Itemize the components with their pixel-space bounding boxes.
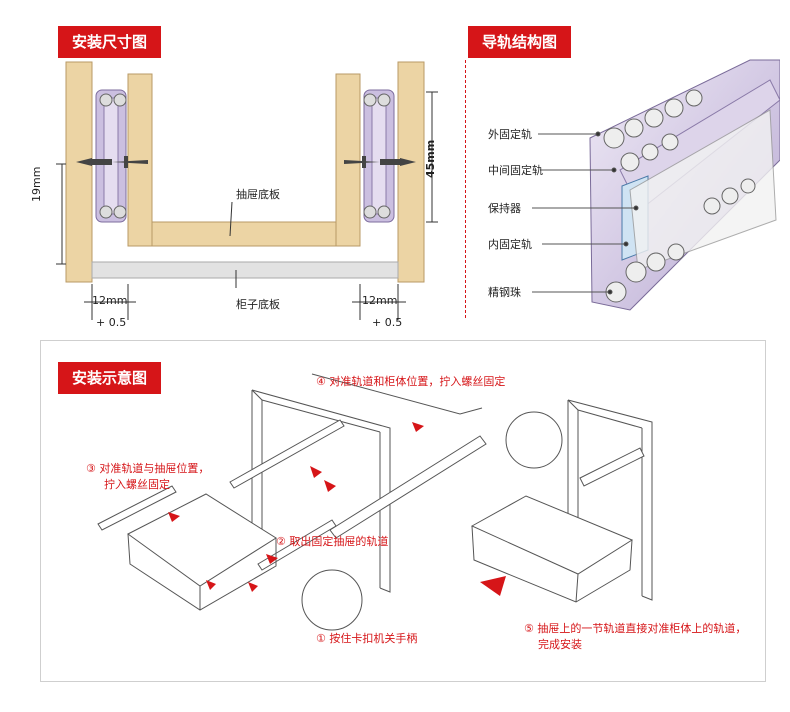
drawer-side-rail-1 [97,485,177,531]
cabinet-wall-left [65,61,93,283]
red-arrows [168,422,506,596]
section-title-structure: 导轨结构图 [468,26,572,58]
cabinet-rail-right [329,435,487,539]
screw-left [76,156,148,168]
cabinet-wall-right [397,61,425,283]
section-title-install: 安装示意图 [58,362,162,394]
step-5-label-line1: ⑤ 抽屉上的一节轨道直接对准柜体上的轨道， [524,622,747,635]
cabinet-rail-left [229,419,345,489]
step-3-label-line2: 拧入螺丝固定 [104,478,170,491]
screw-right [344,156,416,168]
label-gap-left: 12mm [92,294,128,307]
drawer-rail-in-hand [257,519,337,571]
detail-zoom-circle-2 [505,411,563,469]
structure-divider [465,60,466,318]
rail-right [363,89,395,223]
structure-label-outer-rail: 外固定轨 [488,128,532,141]
detail-zoom-circle-1 [301,569,363,631]
cabinet2-rail [579,447,645,487]
label-drawer-bottom: 抽屉底板 [236,188,280,201]
label-height-45: 45mm [424,139,437,178]
drawer-bottom-board [151,221,337,247]
step-5-label-line2: 完成安装 [538,638,582,651]
section-title-dimensions: 安装尺寸图 [58,26,162,58]
structure-label-inner-rail: 内固定轨 [488,238,532,251]
label-tolerance-left: + 0.5 [96,316,127,329]
label-height-19: 19mm [30,166,43,202]
drawer-side-right [335,73,361,247]
label-tolerance-right: + 0.5 [372,316,403,329]
structure-label-retainer: 保持器 [488,202,521,215]
label-gap-right: 12mm [362,294,398,307]
step-1-label: ① 按住卡扣机关手柄 [316,632,418,645]
dimensions-diagram [56,61,438,320]
retainer [629,109,777,271]
cabinet-bottom-board [91,261,399,279]
structure-label-steel-ball: 精钢珠 [488,286,521,299]
label-cabinet-bottom: 柜子底板 [236,298,280,311]
step-4-label: ④ 对准轨道和柜体位置，拧入螺丝固定 [316,375,506,388]
structure-label-middle-rail: 中间固定轨 [488,164,543,177]
steel-balls [603,89,756,303]
drawer-1 [127,493,277,587]
step-2-label: ② 取出固定抽屉的轨道 [276,535,389,548]
structure-diagram [532,59,780,311]
step-3-label-line1: ③ 对准轨道与抽屉位置， [86,462,210,475]
install-diagram [97,373,653,631]
install-panel-border [40,340,766,682]
drawer-2 [470,495,634,575]
drawer-side-left [127,73,153,247]
rail-left [95,89,127,223]
